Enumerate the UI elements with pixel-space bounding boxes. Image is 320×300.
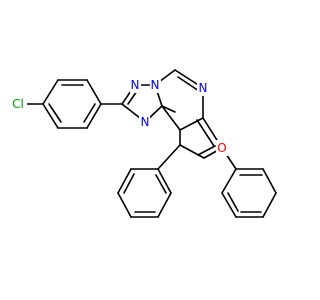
furan-ring <box>179 117 223 159</box>
atom-label-cl: Cl <box>9 96 27 112</box>
nitrogen-label-2: N <box>151 78 160 92</box>
atom-label-n3: N <box>139 114 150 130</box>
pyrimidine-ring <box>154 69 204 131</box>
chlorine-label: Cl <box>12 97 24 111</box>
structure-canvas: Cl N N N N O <box>9 69 277 218</box>
phenyl-ring-right <box>221 147 277 218</box>
chlorophenyl-ring <box>42 79 102 129</box>
nitrogen-label-4: N <box>199 81 208 95</box>
atom-label-n4: N <box>197 80 209 96</box>
nitrogen-label-1: N <box>131 78 140 92</box>
nitrogen-label-3: N <box>141 115 150 129</box>
atom-label-n2: N <box>150 77 161 93</box>
atom-label-n1: N <box>130 77 141 93</box>
molecule-drawing: Cl N N N N O <box>9 69 277 218</box>
oxygen-label: O <box>217 141 226 155</box>
phenyl-ring-left <box>117 144 181 218</box>
atom-label-o1: O <box>216 140 228 156</box>
